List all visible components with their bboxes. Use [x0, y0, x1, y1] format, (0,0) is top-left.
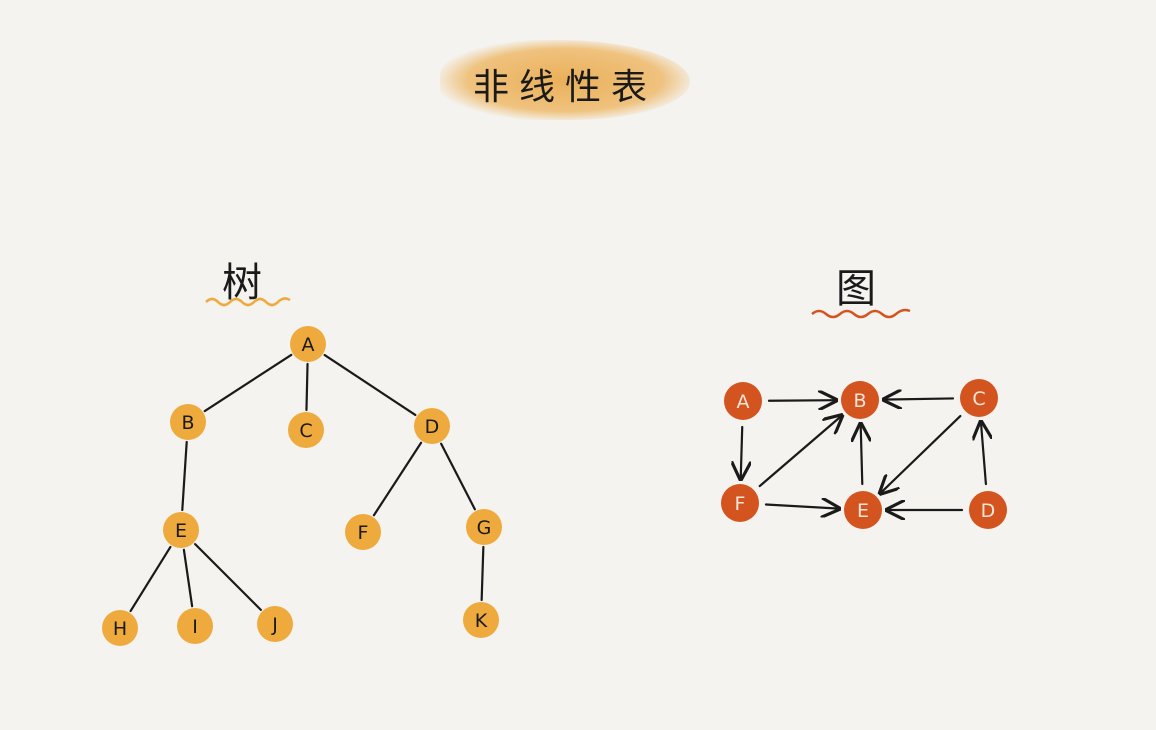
graph-edge-F-E: [764, 504, 839, 508]
graph-edge-D-C: [981, 422, 986, 486]
graph-node-circle: [844, 491, 882, 529]
tree-edge-D-G: [440, 442, 476, 511]
graph-node-label: A: [737, 391, 750, 413]
graph-node-D: D: [969, 491, 1007, 529]
tree-node-F: F: [345, 514, 381, 550]
tree-edge-A-D: [323, 353, 417, 417]
tree-node-label: F: [358, 522, 369, 544]
tree-node-H: H: [102, 610, 138, 646]
tree-node-circle: [257, 606, 293, 642]
tree-node-J: J: [257, 606, 293, 642]
tree-node-label: I: [192, 616, 198, 638]
tree-edge-D-F: [372, 441, 423, 517]
tree-node-circle: [290, 326, 326, 362]
tree-node-D: D: [414, 408, 450, 444]
graph-edge-A-B: [767, 400, 836, 401]
graph-node-circle: [960, 379, 998, 417]
tree-edge-E-J: [194, 543, 262, 611]
tree-node-label: K: [475, 610, 488, 632]
graph-heading-underline: [811, 308, 911, 319]
tree-node-label: B: [181, 412, 194, 434]
tree-node-K: K: [463, 602, 499, 638]
tree-node-circle: [102, 610, 138, 646]
tree-edge-A-C: [305, 362, 309, 412]
tree-node-E: E: [163, 512, 199, 548]
tree-node-label: G: [477, 517, 492, 539]
graph-edge-E-B: [861, 424, 863, 486]
graph-node-circle: [724, 382, 762, 420]
graph-node-A: A: [724, 382, 762, 420]
tree-node-label: D: [425, 416, 440, 438]
graph-node-label: D: [981, 500, 996, 522]
graph-node-F: F: [721, 484, 759, 522]
graph-node-B: B: [841, 381, 879, 419]
page-title: 非线性表: [472, 67, 657, 108]
graph-node-circle: [721, 484, 759, 522]
graph-edge-A-F: [741, 425, 743, 479]
graph-node-E: E: [844, 491, 882, 529]
tree-edge-E-H: [129, 545, 172, 613]
tree-node-label: E: [175, 520, 187, 542]
tree-node-B: B: [170, 404, 206, 440]
tree-heading: 树: [222, 260, 262, 306]
graph-node-circle: [969, 491, 1007, 529]
tree-node-label: J: [271, 614, 278, 636]
tree-edge-G-K: [480, 545, 485, 602]
tree-node-G: G: [466, 509, 502, 545]
graph-node-label: B: [853, 390, 866, 412]
tree-node-circle: [466, 509, 502, 545]
tree-node-I: I: [177, 608, 213, 644]
graph-node-label: E: [857, 500, 869, 522]
graph-heading: 图: [836, 266, 876, 312]
tree-node-A: A: [290, 326, 326, 362]
tree-node-label: C: [299, 420, 312, 442]
tree-node-circle: [463, 602, 499, 638]
graph-edge-C-E: [880, 414, 962, 493]
tree-node-circle: [288, 412, 324, 448]
tree-node-circle: [414, 408, 450, 444]
tree-edge-B-E: [181, 440, 188, 512]
graph-node-label: F: [735, 493, 746, 515]
tree-node-C: C: [288, 412, 324, 448]
tree-node-circle: [163, 512, 199, 548]
tree-node-circle: [177, 608, 213, 644]
graph-node-label: C: [972, 388, 985, 410]
tree-node-circle: [170, 404, 206, 440]
tree-heading-underline: [205, 297, 291, 307]
graph-node-circle: [841, 381, 879, 419]
tree-node-circle: [345, 514, 381, 550]
graph-edge-C-B: [884, 398, 955, 399]
tree-edge-A-B: [203, 353, 293, 413]
watercolor-highlight: [440, 40, 690, 120]
title-banner: 非线性表: [440, 40, 690, 120]
tree-node-label: H: [113, 618, 127, 640]
tree-edge-E-I: [182, 548, 194, 608]
tree-node-label: A: [302, 334, 315, 356]
graph-node-C: C: [960, 379, 998, 417]
graph-edge-F-B: [758, 416, 842, 488]
